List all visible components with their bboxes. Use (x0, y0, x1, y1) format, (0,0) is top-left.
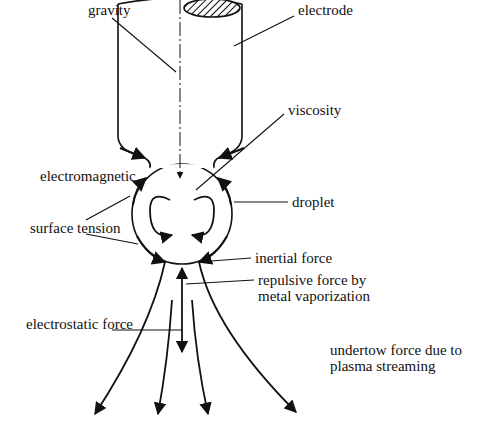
leader-line (112, 18, 176, 72)
pinch-arrow (219, 148, 244, 158)
surface-tension-arrow (199, 236, 227, 262)
force-label: surface tension (30, 220, 160, 236)
force-label: electrostatic force (26, 316, 176, 332)
force-label: gravity (88, 2, 168, 18)
leader-line (198, 258, 251, 262)
plasma-stream (95, 262, 165, 414)
plasma-stream (192, 300, 208, 414)
surface-tension-arrow (137, 236, 165, 262)
circulation-arrow (150, 197, 172, 236)
force-label: viscosity (288, 102, 388, 118)
pinch-arrow (120, 148, 145, 158)
leader-line (234, 201, 288, 202)
force-label: droplet (292, 194, 392, 210)
force-label: electromagnetic (40, 168, 170, 184)
leader-line (234, 16, 294, 46)
force-label: undertow force due to plasma streaming (330, 342, 470, 374)
plasma-stream (158, 300, 172, 414)
inertial-arrow (181, 268, 183, 330)
surface-tension-arrow (218, 178, 231, 205)
electrostatic-arrow (181, 330, 183, 352)
force-label: inertial force (255, 250, 395, 266)
circulation-arrow (192, 197, 214, 236)
force-label: electrode (298, 2, 398, 18)
leader-line (186, 280, 254, 284)
electrode-outline (118, 4, 150, 168)
gravity-axis (180, 0, 181, 178)
force-label: repulsive force by metal vaporization (258, 272, 390, 304)
leader-line (86, 196, 130, 220)
electrode-section (184, 0, 240, 17)
leader-line (196, 114, 284, 190)
droplet-outline (132, 164, 232, 264)
electrode-outline (214, 4, 242, 168)
